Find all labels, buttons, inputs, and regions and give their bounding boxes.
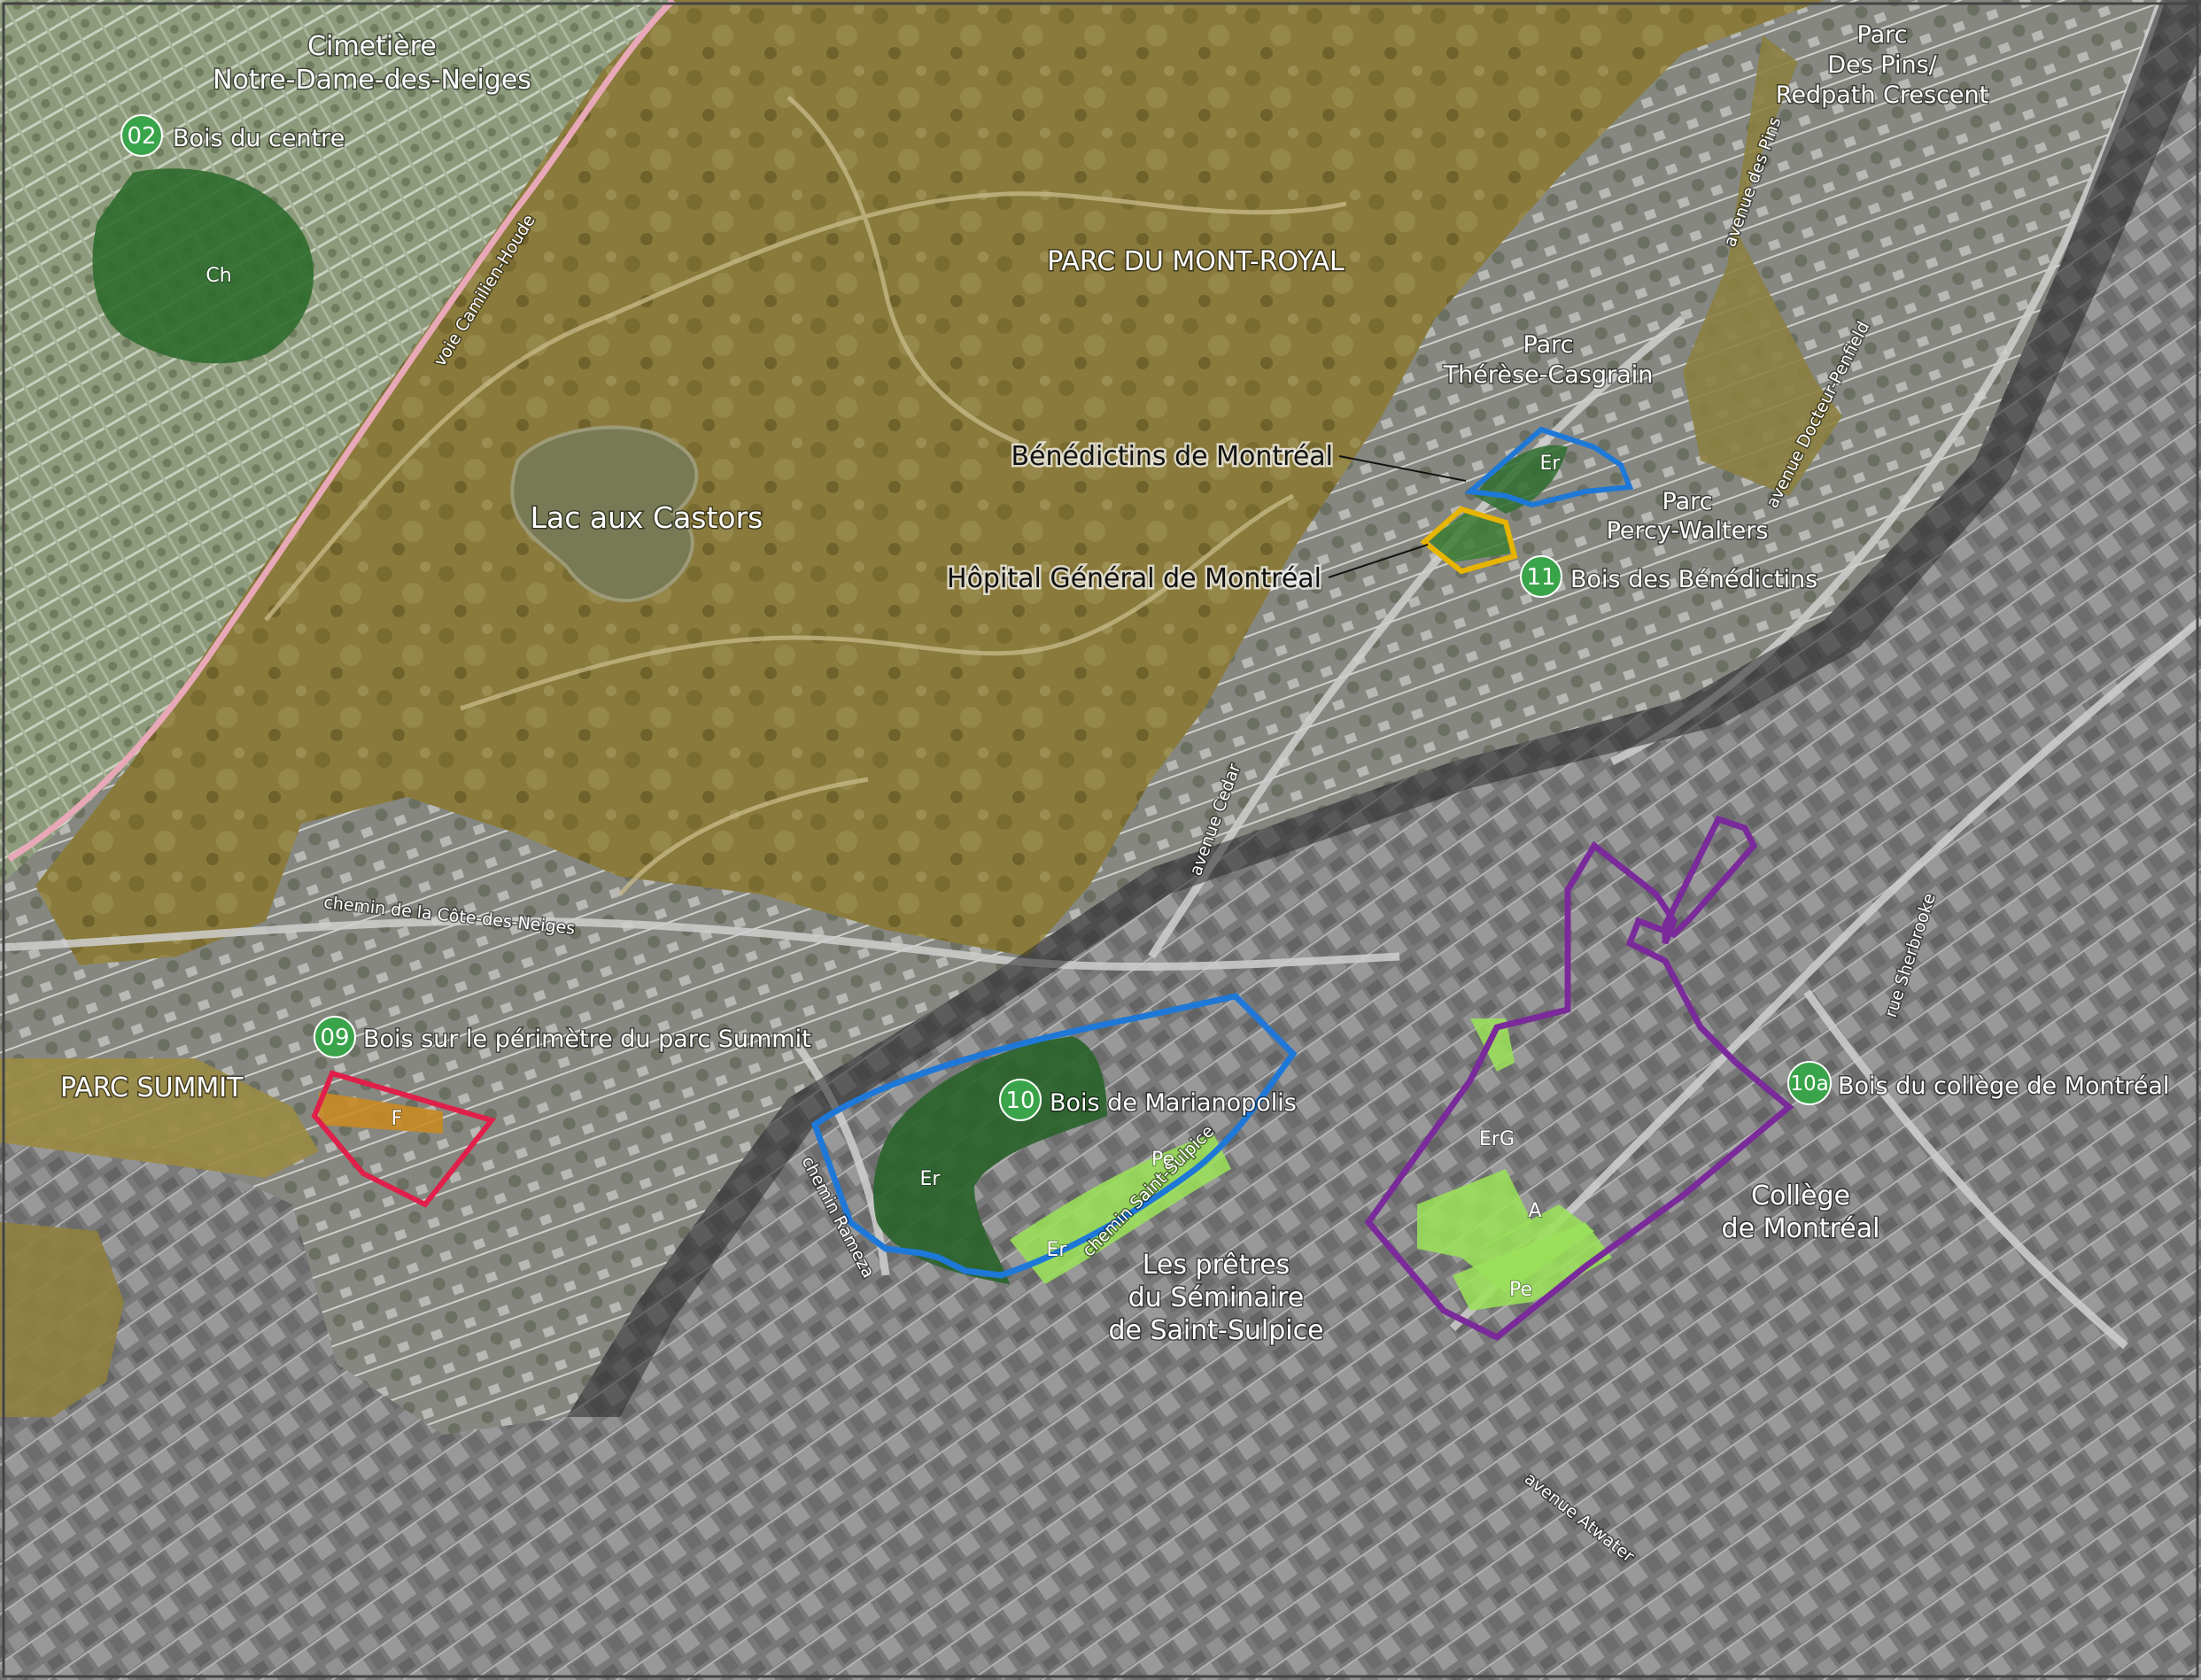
outline-marianopolis[interactable] [810,993,1298,1279]
woods-summit-f[interactable] [319,1092,443,1134]
label-parc-percy-2: Percy-Walters [1607,517,1769,545]
cemetery-road [7,0,676,862]
site-marker-02[interactable]: 02 Bois du centre [120,114,346,157]
park-summit-area [0,1058,319,1178]
label-college-2: de Montréal [1722,1213,1880,1244]
site-name-09: Bois sur le périmètre du parc Summit [363,1026,811,1053]
label-cemetery-2: Notre-Dame-des-Neiges [213,65,531,96]
leader-benedictins [1338,455,1467,482]
site-name-10a: Bois du collège de Montréal [1838,1072,2169,1100]
park-summit-south [0,1222,124,1417]
label-parc-percy-1: Parc [1662,488,1713,515]
park-trails [264,96,1347,896]
label-college-1: Collège [1751,1181,1850,1212]
site-name-10: Bois de Marianopolis [1050,1089,1297,1117]
outline-summit[interactable] [311,1070,497,1208]
site-name-11: Bois des Bénédictins [1570,566,1817,593]
label-cemetery-1: Cimetière [307,31,437,62]
code-erg: ErG [1479,1128,1515,1150]
code-a: A [1528,1200,1541,1222]
label-hopital: Hôpital Général de Montréal [947,563,1321,594]
site-name-02: Bois du centre [173,125,345,152]
label-parc-mont-royal: PARC DU MONT-ROYAL [1047,246,1345,277]
label-parc-summit: PARC SUMMIT [60,1072,244,1103]
label-parc-therese-1: Parc [1523,331,1574,359]
site-number-10: 10 [1005,1088,1035,1114]
park-mont-royal-area [35,0,1825,965]
site-marker-11[interactable]: 11 Bois des Bénédictins [1520,555,1819,598]
site-marker-10[interactable]: 10 Bois de Marianopolis [999,1079,1298,1121]
site-marker-10a[interactable]: 10a Bois du collège de Montréal [1787,1061,2171,1105]
site-number-11: 11 [1526,564,1555,591]
woods-college-pe[interactable] [1453,1222,1612,1311]
code-ch: Ch [205,265,231,287]
code-pe-college: Pe [1509,1279,1532,1301]
site-number-02: 02 [127,123,156,150]
outline-college[interactable] [1364,815,1794,1342]
woods-bois-du-centre[interactable] [92,168,314,364]
label-benedictins: Bénédictins de Montréal [1011,441,1333,472]
woods-college-top[interactable] [1470,1018,1515,1072]
label-parc-pins-1: Parc [1857,21,1908,49]
label-parc-therese-2: Thérèse-Casgrain [1443,361,1654,389]
leader-hopital [1328,544,1429,578]
label-parc-pins-3: Redpath Crescent [1776,81,1988,109]
park-des-pins-area [1683,35,1842,496]
label-lac-castors: Lac aux Castors [531,500,763,535]
code-er-benedictins: Er [1540,453,1562,475]
label-pretres-2: du Séminaire [1128,1282,1305,1313]
woods-marianopolis-er[interactable] [873,1036,1107,1284]
outline-benedictins[interactable] [1463,426,1634,508]
label-pretres-1: Les prêtres [1143,1250,1290,1281]
lac-aux-castors [510,425,699,602]
site-number-10a: 10a [1790,1072,1828,1095]
label-parc-pins-2: Des Pins/ [1827,51,1937,79]
label-pretres-3: de Saint-Sulpice [1108,1315,1323,1346]
code-pe-marianopolis: Pe [1151,1149,1174,1171]
code-er-marianopolis: Er [920,1168,942,1190]
site-marker-09[interactable]: 09 Bois sur le périmètre du parc Summit [314,1016,812,1058]
code-er-marianopolis-2: Er [1047,1239,1068,1261]
code-f: F [391,1108,403,1130]
woods-hopital[interactable] [1428,509,1510,562]
site-number-09: 09 [320,1025,349,1051]
outline-hopital[interactable] [1420,506,1518,575]
